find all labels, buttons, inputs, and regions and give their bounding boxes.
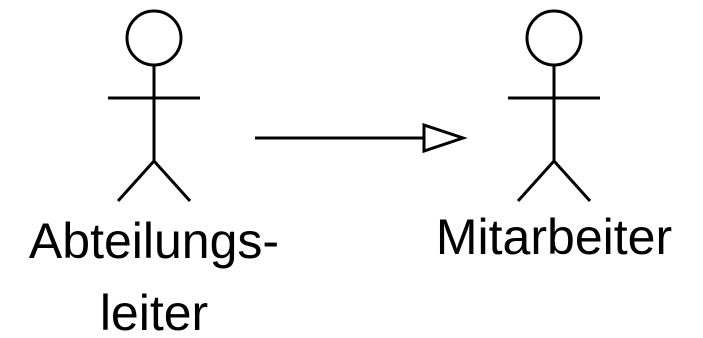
- hollow-triangle-arrowhead: [422, 122, 468, 154]
- actor-label: Mitarbeiter: [436, 209, 672, 265]
- actor-left-leg: [516, 159, 556, 203]
- actor-head: [125, 9, 183, 67]
- actor-left-leg: [116, 159, 156, 203]
- generalization-arrow: [255, 122, 468, 154]
- actor-right-leg: [152, 159, 192, 203]
- actor-right-leg: [552, 159, 592, 203]
- actor-label-line-1: Abteilungs-: [29, 213, 279, 269]
- actor-label-line-2: leiter: [100, 285, 208, 338]
- actor-head: [525, 9, 583, 67]
- actor-abteilungsleiter: Abteilungs- leiter: [29, 9, 279, 338]
- actor-mitarbeiter: Mitarbeiter: [436, 9, 672, 265]
